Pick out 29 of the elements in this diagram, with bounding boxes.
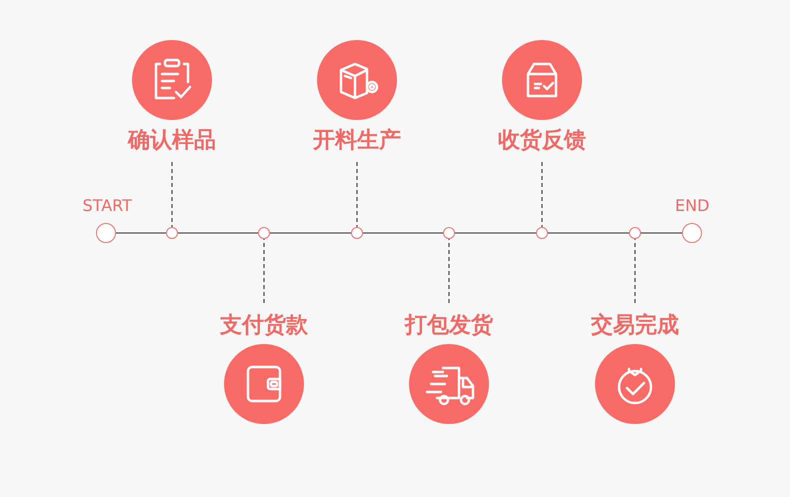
timeline-end-label: START [82, 197, 132, 215]
timeline-dot [443, 227, 455, 239]
timeline-endpoint [96, 223, 116, 243]
timeline-line [548, 232, 629, 234]
timeline-line [178, 232, 258, 234]
step-label: 交易完成 [591, 313, 679, 339]
step-label: 支付货款 [220, 313, 308, 339]
leader-line [541, 162, 543, 227]
timeline-line [270, 232, 351, 234]
leader-line [171, 162, 173, 227]
timeline-line [363, 232, 443, 234]
timeline-dot [536, 227, 548, 239]
leader-line [356, 162, 358, 227]
step-label: 打包发货 [405, 313, 493, 339]
step-label: 收货反馈 [498, 128, 586, 154]
timeline-dot [166, 227, 178, 239]
leader-line [263, 239, 265, 303]
step-label: 开料生产 [313, 128, 401, 154]
timeline-dot [351, 227, 363, 239]
timeline-line [116, 232, 166, 234]
step-label: 确认样品 [128, 128, 216, 154]
timeline-endpoint [682, 223, 702, 243]
timeline-dot [258, 227, 270, 239]
timeline-dot [629, 227, 641, 239]
leader-line [634, 239, 636, 303]
timeline-line [641, 232, 682, 234]
leader-line [448, 239, 450, 303]
timeline-line [455, 232, 536, 234]
timeline-end-label: END [675, 197, 710, 215]
